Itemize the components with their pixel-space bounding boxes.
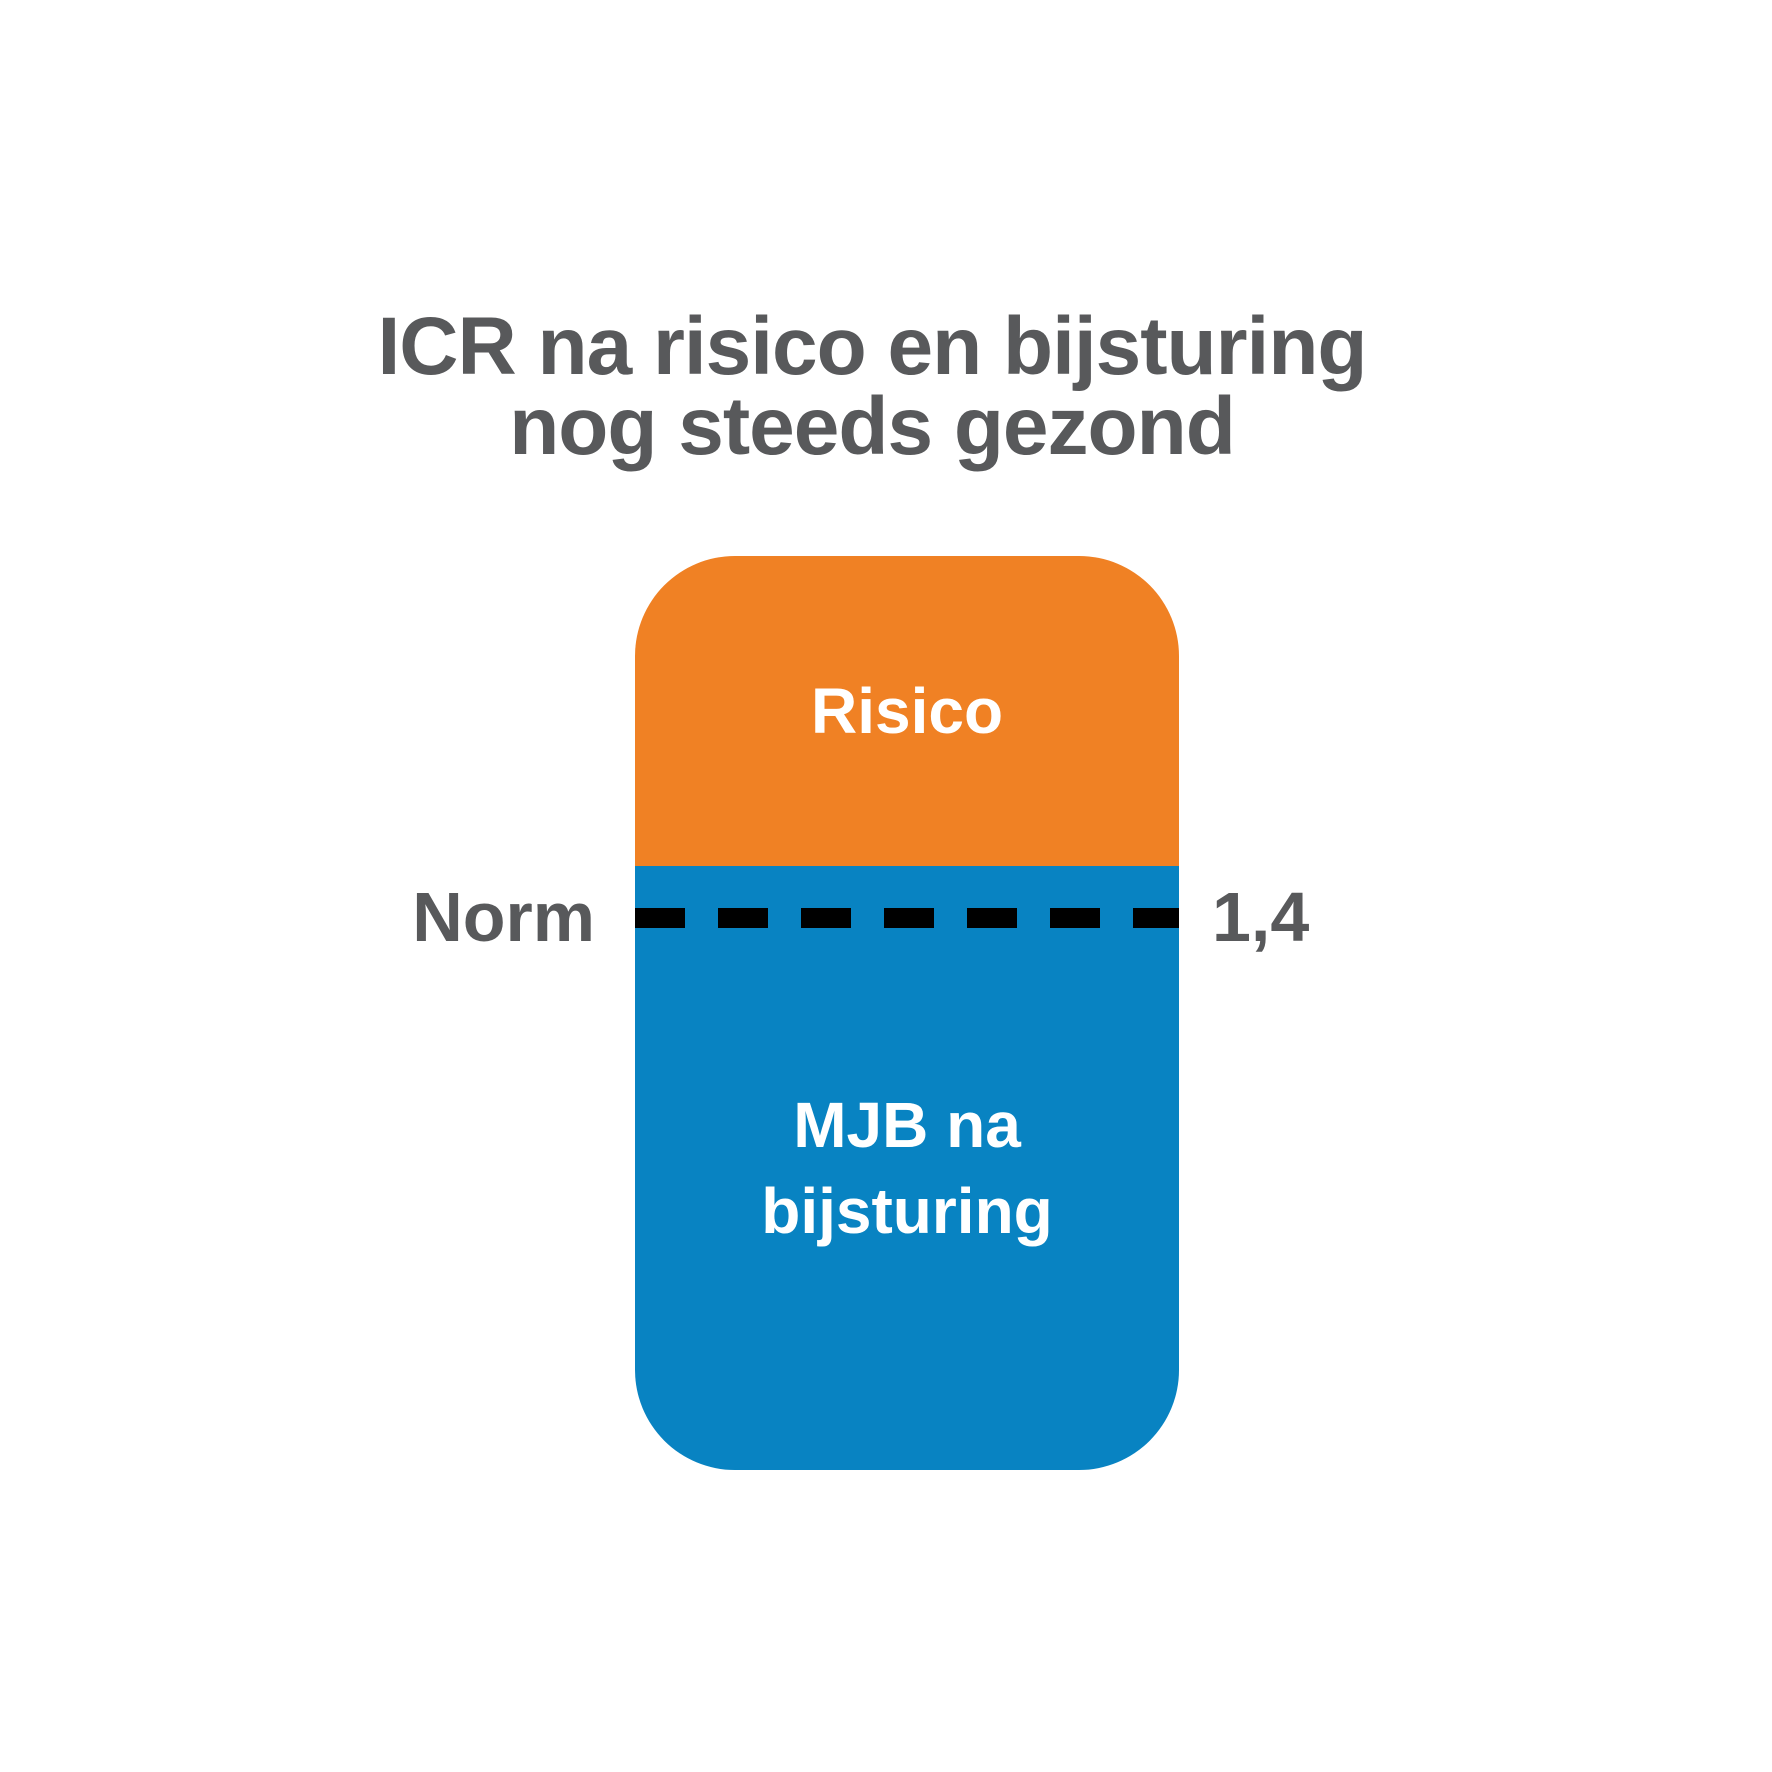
risico-segment-label: Risico	[810, 675, 1004, 747]
mjb-segment-label: MJB na bijsturing	[761, 1089, 1053, 1247]
norm-value: 1,4	[1212, 878, 1310, 956]
stacked-bar: Risico MJB na bijsturing	[635, 556, 1179, 1470]
bar-segment-mjb: MJB na bijsturing	[635, 866, 1179, 1470]
chart-title: ICR na risico en bijsturing nog steeds g…	[377, 301, 1367, 472]
bar-segment-risico: Risico	[635, 556, 1179, 866]
norm-label: Norm	[412, 878, 595, 956]
norm-dashed-line	[635, 908, 1179, 928]
